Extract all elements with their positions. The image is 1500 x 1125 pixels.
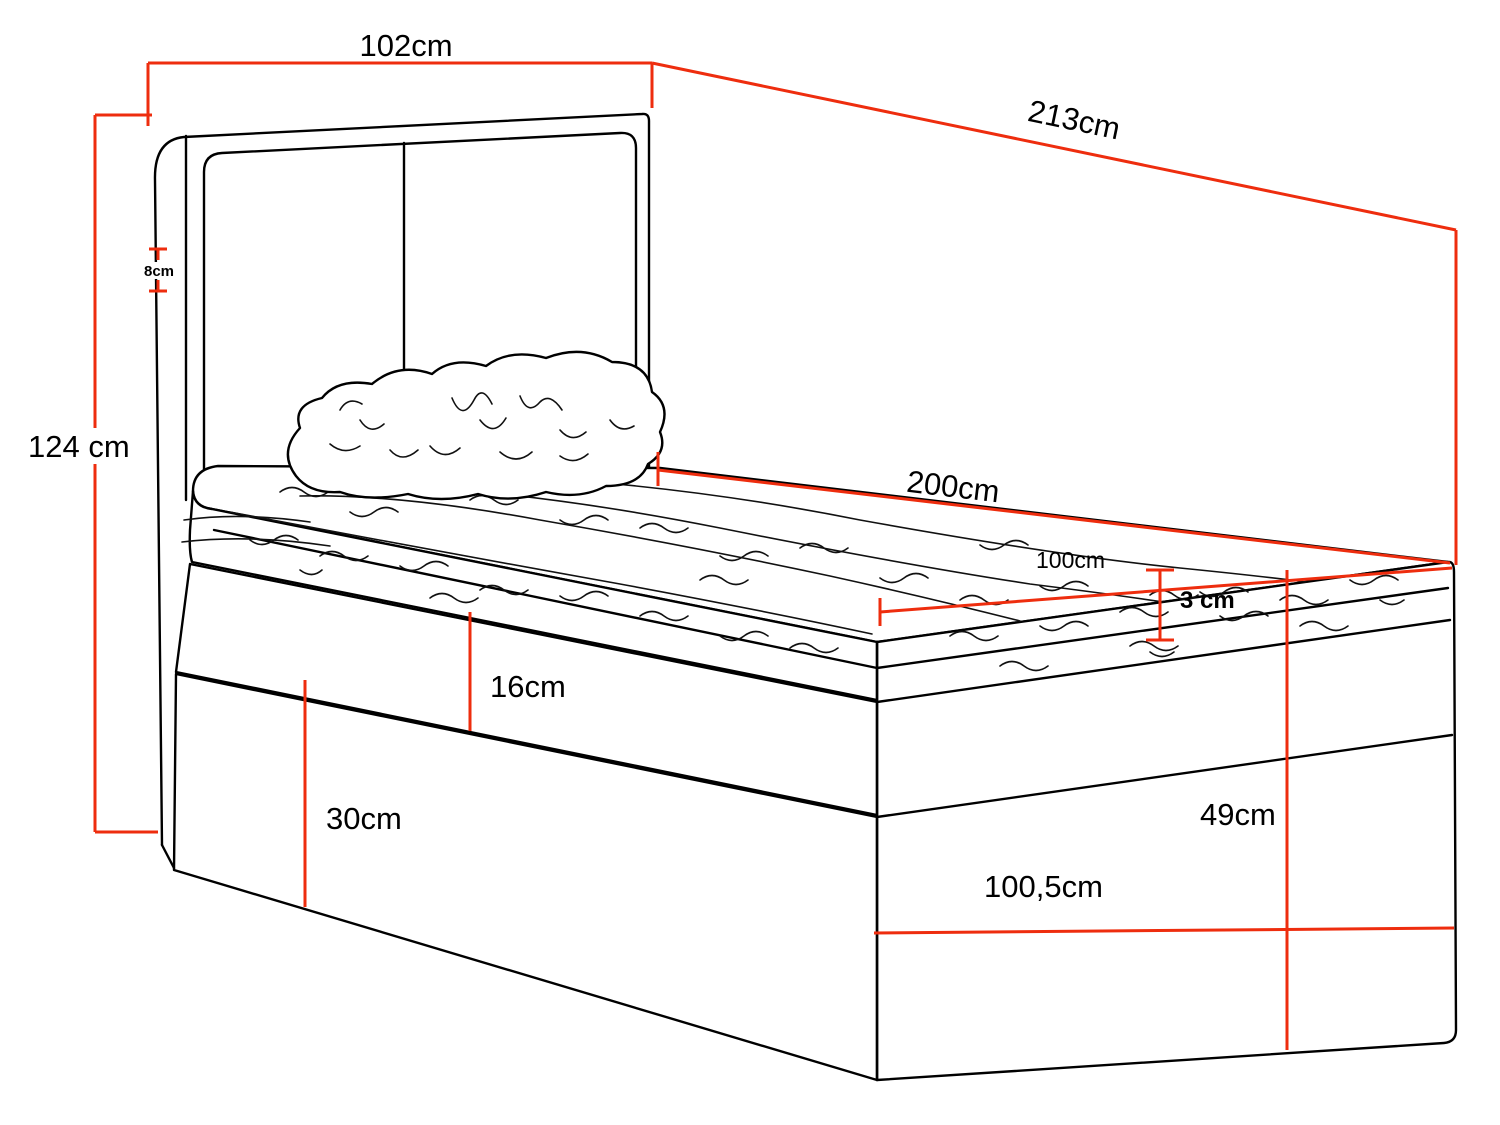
- base-floor-edge: [160, 843, 176, 870]
- dim-headboard-side-8: [149, 247, 167, 293]
- pillow: [286, 350, 666, 501]
- foot-end-face: [875, 560, 1458, 1082]
- dim-sleeping-width-100: [878, 566, 1453, 626]
- foot-mattress-seam: [875, 618, 1452, 704]
- headboard-panels: [202, 131, 638, 492]
- headboard-outline: [153, 112, 651, 847]
- bed-drawing: [153, 112, 1458, 1082]
- label-total-length: 213cm: [1025, 93, 1123, 146]
- label-storage-height: 30cm: [326, 801, 402, 836]
- label-topper: 3 cm: [1180, 587, 1235, 614]
- label-base-height: 49cm: [1200, 797, 1276, 832]
- dim-total-length-213: [651, 61, 1458, 565]
- label-headboard-width: 102cm: [359, 28, 452, 63]
- foot-topper-seam: [875, 586, 1450, 670]
- dim-total-height-124: [93, 113, 158, 834]
- dim-topper-3: [1146, 568, 1174, 642]
- dim-foot-width-1005: [873, 926, 1455, 935]
- pillow-outline: [286, 350, 666, 501]
- label-foot-width: 100,5cm: [984, 869, 1103, 904]
- dim-sleeping-length-200: [656, 452, 1451, 565]
- label-total-height: 124 cm: [28, 429, 130, 464]
- foot-end: [875, 560, 1458, 1082]
- label-headboard-side: 8cm: [144, 263, 174, 280]
- label-upper-box: 16cm: [490, 669, 566, 704]
- pillow-creases: [329, 392, 635, 462]
- mattress-sheet-lines: [181, 477, 1307, 635]
- label-headboard-side-bg: [142, 262, 180, 279]
- dimension-lines: [93, 61, 1458, 1050]
- label-total-height-bg: [22, 428, 146, 464]
- foot-box-seam: [875, 733, 1454, 819]
- label-sleeping-width: 100cm: [1036, 547, 1105, 573]
